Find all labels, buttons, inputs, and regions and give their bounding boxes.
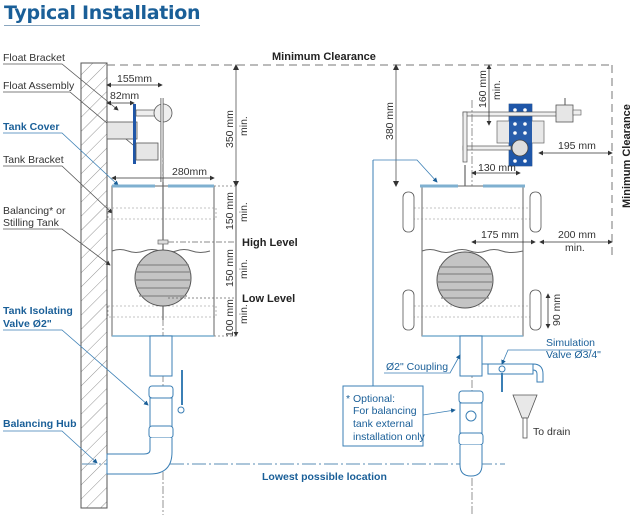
tank-bracket-label: Tank Bracket [3, 154, 64, 166]
low-level-label: Low Level [242, 293, 295, 305]
optional-note-line-3: tank external [353, 418, 413, 430]
dim-150b-min: min. [238, 259, 250, 279]
coupling-label: Ø2" Coupling [386, 361, 448, 373]
float-assembly-label: Float Assembly [3, 80, 75, 92]
float-ball [134, 249, 192, 307]
dim-175: 175 mm [481, 229, 519, 241]
float-bracket-label: Float Bracket [3, 52, 65, 64]
left-assembly [106, 98, 217, 515]
dim-350: 350 mm [224, 110, 236, 148]
dim-200-min: min. [565, 242, 585, 254]
left-dimensions: 155mm 82mm 280mm 350 mm min. 150 mm min.… [106, 64, 298, 337]
wall [80, 62, 108, 509]
lowest-location-label: Lowest possible location [262, 471, 387, 483]
dim-200: 200 mm [558, 229, 596, 241]
top-clearance-label: Minimum Clearance [272, 51, 376, 63]
dim-100: 100 mm [224, 299, 236, 337]
dim-350-min: min. [238, 116, 250, 136]
dim-150a: 150 mm [224, 192, 236, 230]
balancing-tank-label-1: Balancing* or [3, 205, 66, 217]
dim-380: 380 mm [384, 102, 396, 140]
dim-100-min: min. [238, 304, 250, 324]
balancing-tank-label-2: Stilling Tank [3, 217, 60, 229]
optional-note-box [342, 385, 424, 447]
dim-130: 130 mm [478, 162, 516, 174]
dim-195: 195 mm [558, 140, 596, 152]
left-labels: Float Bracket Float Assembly Tank Cover … [3, 52, 149, 464]
optional-note-line-2: For balancing [353, 405, 417, 417]
dim-160-min: min. [491, 80, 503, 100]
right-assembly [402, 98, 582, 515]
to-drain-label: To drain [533, 426, 571, 438]
side-clearance-label: Minimum Clearance [621, 104, 633, 208]
high-level-label: High Level [242, 237, 298, 249]
tank-cover-label: Tank Cover [3, 121, 59, 133]
isolating-valve-label-2: Valve Ø2" [3, 318, 52, 330]
dim-160: 160 mm [477, 70, 489, 108]
simulation-valve-label-1: Simulation [546, 337, 595, 349]
isolating-valve-label-1: Tank Isolating [3, 305, 73, 317]
dim-82: 82mm [110, 90, 139, 102]
float-bracket-plate [133, 104, 136, 164]
dim-150b: 150 mm [224, 249, 236, 287]
optional-note-line-1: * Optional: [346, 393, 395, 405]
dim-150a-min: min. [238, 202, 250, 222]
dim-155: 155mm [117, 73, 152, 85]
right-labels: Ø2" Coupling Simulation Valve Ø3/4" To d… [342, 159, 601, 447]
page-title: Typical Installation [4, 2, 201, 26]
right-dimensions: 380 mm 160 mm min. 195 mm 130 mm 175 mm … [384, 64, 613, 329]
optional-note-line-4: installation only [353, 431, 426, 443]
dim-90: 90 mm [551, 294, 563, 326]
dim-280: 280mm [172, 166, 207, 178]
balancing-hub-label: Balancing Hub [3, 418, 77, 430]
simulation-valve-label-2: Valve Ø3/4" [546, 349, 601, 361]
float-ball-right [436, 251, 494, 309]
